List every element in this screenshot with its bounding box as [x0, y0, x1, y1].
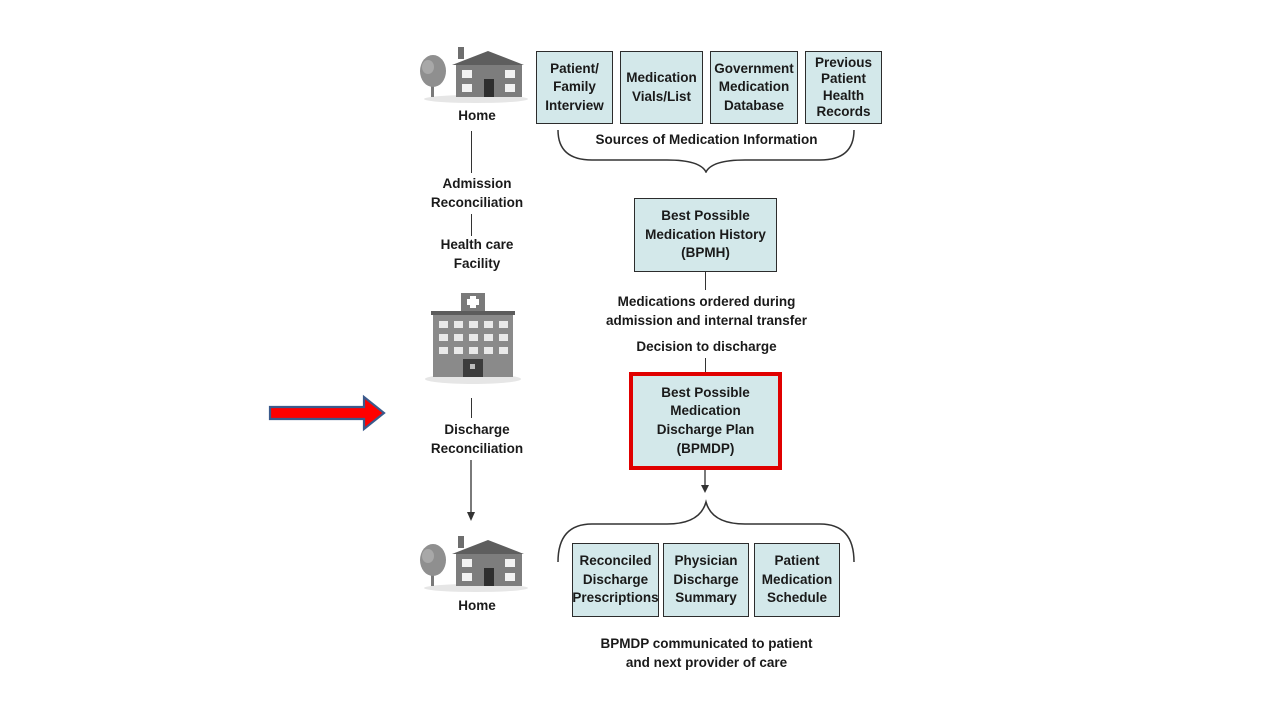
left-connector-1 [471, 131, 473, 173]
home-bottom-icon [420, 536, 528, 592]
source-box-patient-interview: Patient/ Family Interview [536, 51, 613, 124]
source-box-previous-records: Previous Patient Health Records [805, 51, 882, 124]
outputs-brace-icon [557, 499, 855, 563]
decision-to-discharge-label: Decision to discharge [636, 339, 777, 354]
home-top-label: Home [458, 108, 496, 123]
center-down-arrow-icon [701, 470, 709, 493]
output-box-medication-schedule: Patient Medication Schedule [754, 543, 840, 617]
source-box-medication-vials: Medication Vials/List [620, 51, 703, 124]
home-bottom-label: Home [458, 598, 496, 613]
source-box-government-database: Government Medication Database [710, 51, 798, 124]
left-down-arrow-icon [467, 460, 475, 521]
bpmdp-box: Best Possible Medication Discharge Plan … [633, 376, 778, 466]
output-box-reconciled-prescriptions: Reconciled Discharge Prescriptions [572, 543, 659, 617]
center-connector-1 [705, 272, 707, 290]
medications-ordered-label: Medications ordered during admission and… [605, 294, 808, 328]
highlight-arrow-icon [268, 394, 386, 432]
sources-brace-icon [557, 129, 855, 173]
bpmdp-communicated-label: BPMDP communicated to patient and next p… [600, 636, 813, 670]
sources-label: Sources of Medication Information [595, 132, 818, 147]
hospital-icon [425, 293, 521, 384]
left-connector-3 [471, 398, 473, 418]
discharge-reconciliation-label: Discharge Reconciliation [430, 422, 524, 456]
bpmh-box: Best Possible Medication History (BPMH) [634, 198, 777, 272]
output-box-physician-summary: Physician Discharge Summary [663, 543, 749, 617]
bpmdp-highlight-frame [629, 372, 782, 470]
left-connector-2 [471, 214, 473, 236]
admission-reconciliation-label: Admission Reconciliation [430, 176, 524, 210]
health-care-facility-label: Health care Facility [440, 237, 514, 271]
home-top-icon [420, 47, 528, 103]
center-connector-2 [705, 358, 707, 376]
